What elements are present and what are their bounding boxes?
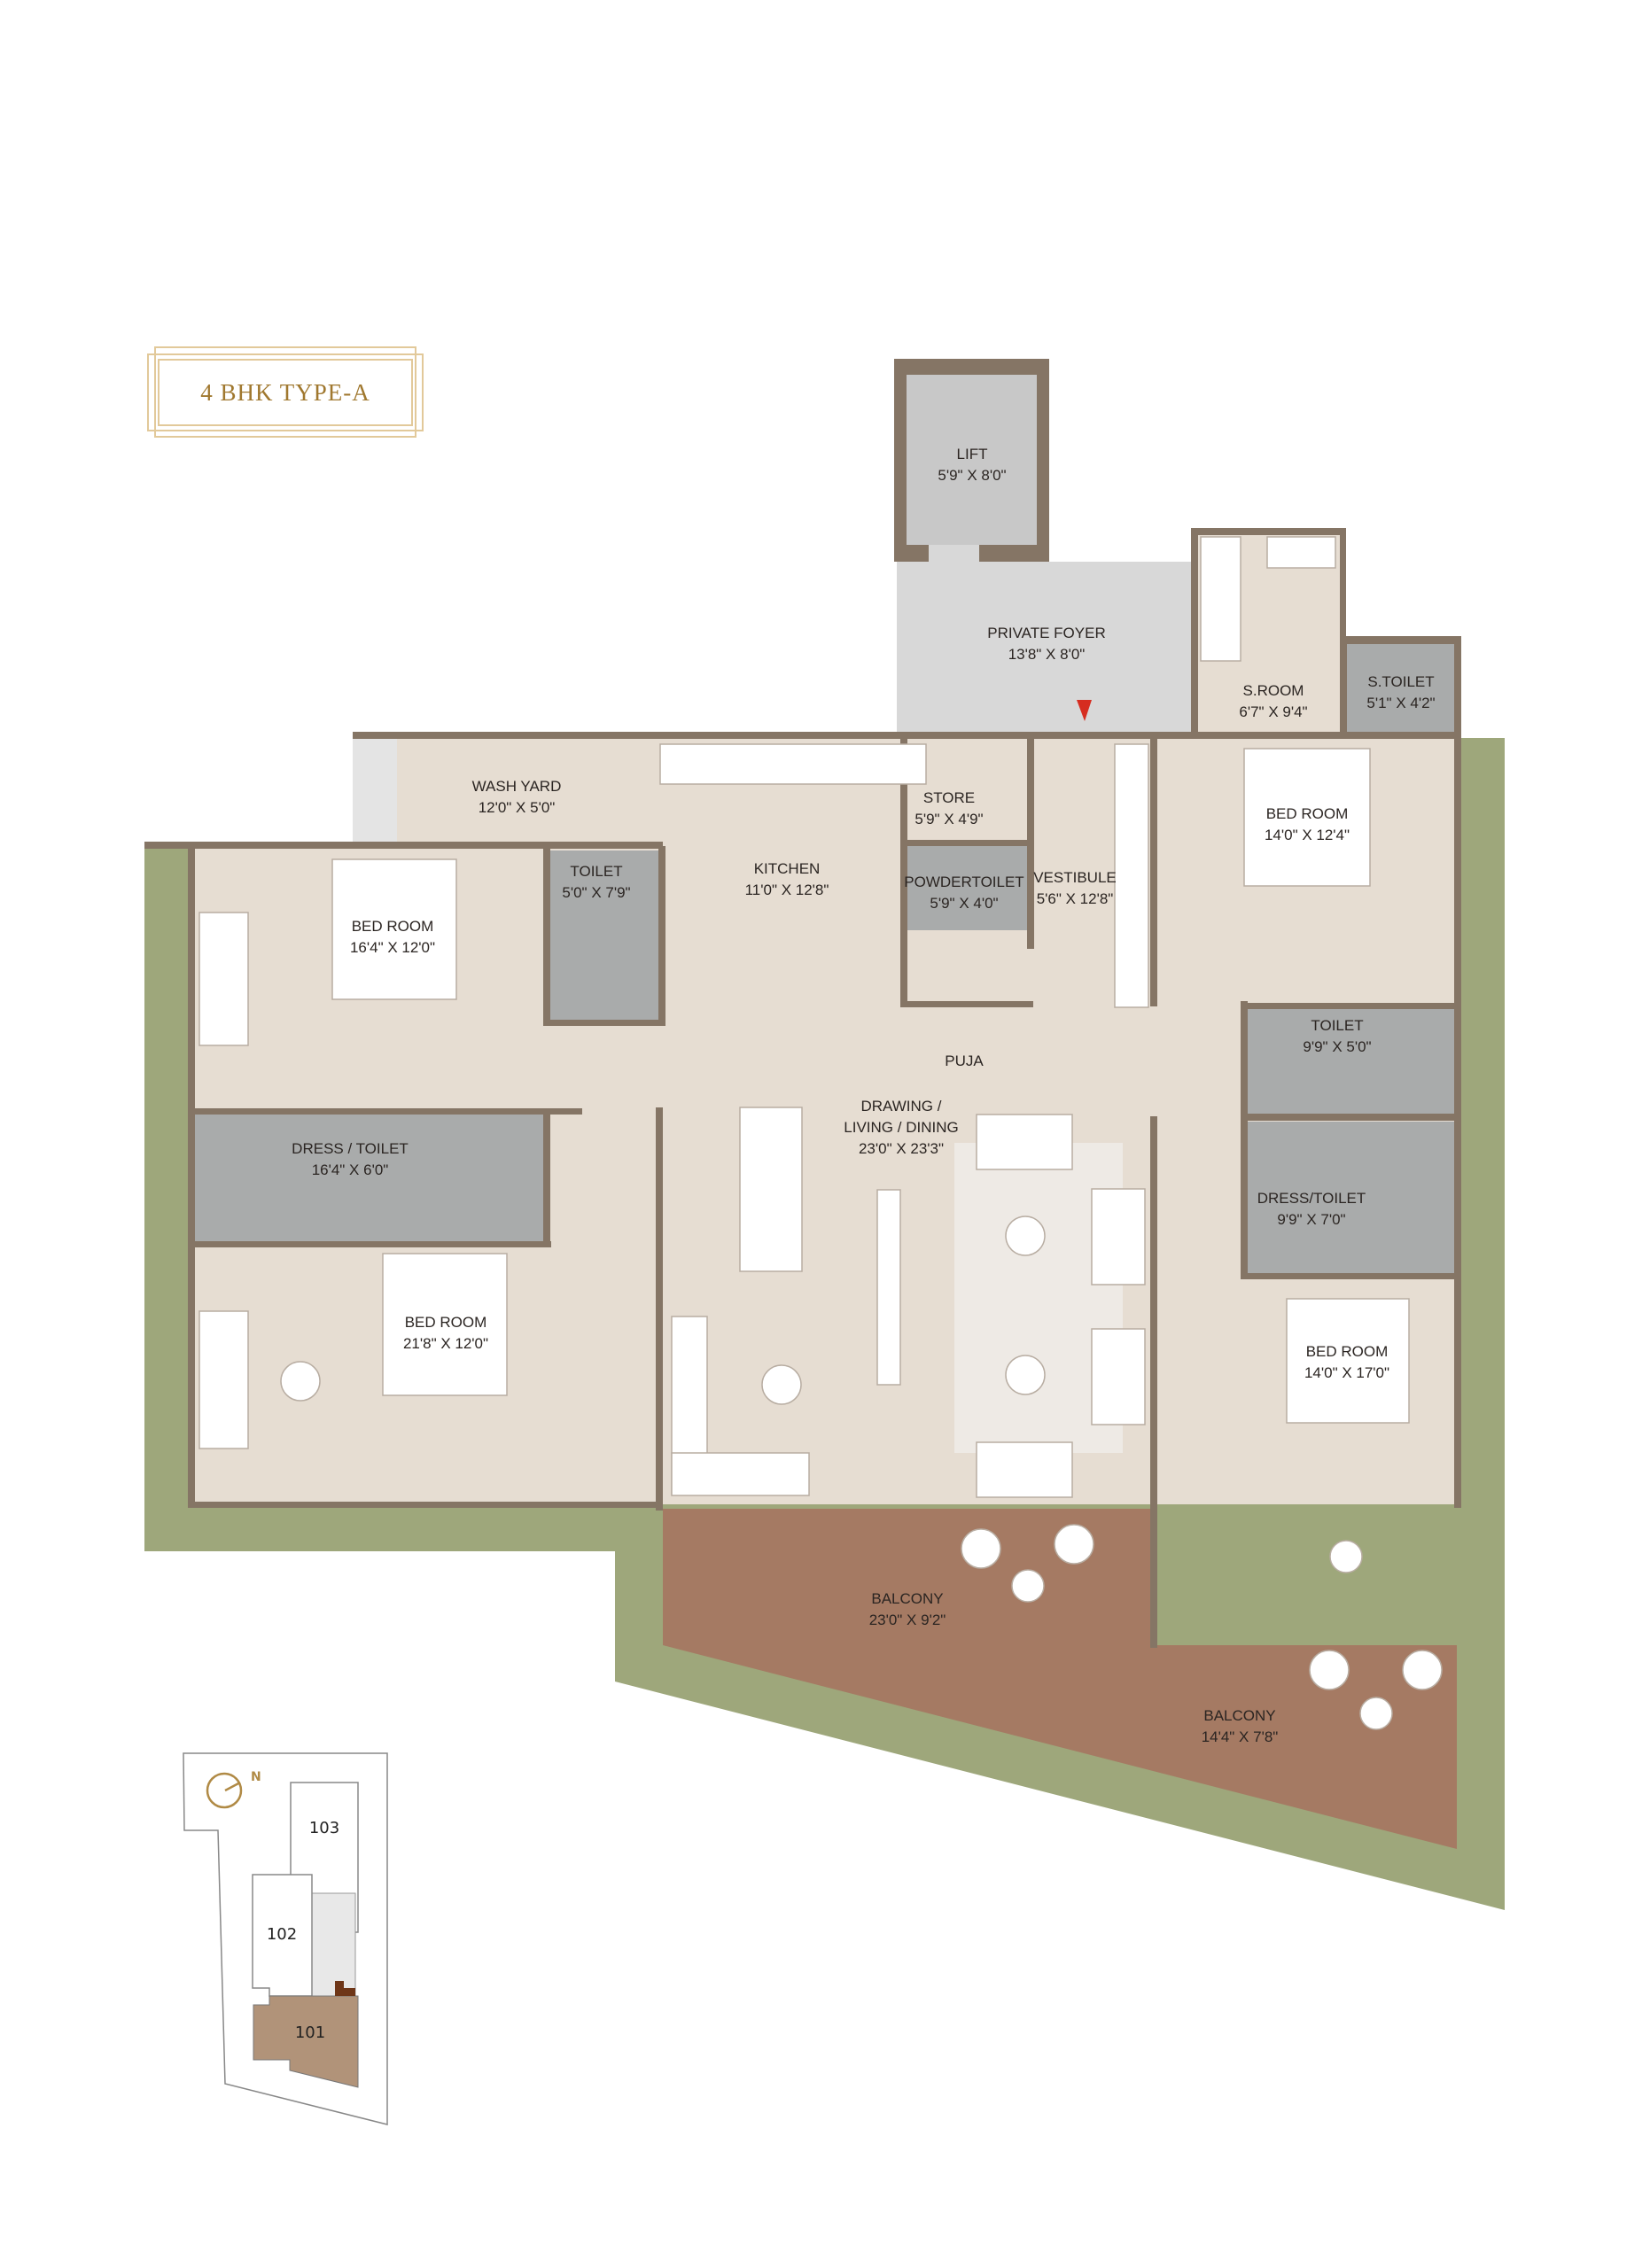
store-size: 5'9" X 4'9" — [915, 811, 983, 827]
toilet-e-label: TOILET — [1311, 1017, 1363, 1034]
dress-toilet-east — [1244, 1122, 1454, 1273]
plan-title-box: 4 BHK TYPE-A — [147, 346, 424, 438]
bed-se-label: BED ROOM — [1306, 1343, 1389, 1360]
vestibule-label: VESTIBULE — [1033, 869, 1117, 886]
toilet-w-label: TOILET — [570, 863, 622, 880]
living-size: 23'0" X 23'3" — [859, 1140, 944, 1157]
washyard-label: WASH YARD — [472, 778, 562, 795]
foyer-label: PRIVATE FOYER — [987, 625, 1106, 641]
foyer-size: 13'8" X 8'0" — [1008, 646, 1086, 663]
balcony1-label: BALCONY — [871, 1590, 943, 1607]
living-label-2: LIVING / DINING — [844, 1119, 958, 1136]
bed-nw-size: 16'4" X 12'0" — [350, 939, 435, 956]
bed-ne-label: BED ROOM — [1266, 805, 1349, 822]
washyard-size: 12'0" X 5'0" — [479, 799, 556, 816]
plan-title: 4 BHK TYPE-A — [200, 379, 370, 406]
vestibule-size: 5'6" X 12'8" — [1037, 890, 1114, 907]
bed-sw-size: 21'8" X 12'0" — [403, 1335, 488, 1352]
dress-toilet-west — [195, 1114, 547, 1241]
servant-toilet — [1347, 644, 1454, 734]
dress-w-size: 16'4" X 6'0" — [312, 1161, 389, 1178]
balcony-deck — [663, 1509, 1457, 1849]
living-label-1: DRAWING / — [861, 1098, 942, 1115]
bed-nw-label: BED ROOM — [352, 918, 434, 935]
walls — [144, 732, 1461, 1648]
sroom-size: 6'7" X 9'4" — [1239, 703, 1307, 720]
lift-size: 5'9" X 8'0" — [938, 467, 1006, 484]
private-foyer — [897, 562, 1191, 734]
powder-size: 5'9" X 4'0" — [930, 895, 998, 912]
unit-103-label: 103 — [309, 1819, 339, 1837]
balcony1-size: 23'0" X 9'2" — [869, 1612, 946, 1628]
kitchen-size: 11'0" X 12'8" — [745, 882, 829, 898]
landscape-area — [144, 738, 1505, 1910]
unit-101-label: 101 — [295, 2023, 325, 2042]
bed-se-size: 14'0" X 17'0" — [1304, 1364, 1389, 1381]
dress-e-label: DRESS/TOILET — [1257, 1190, 1366, 1207]
room-labels: LIFT 5'9" X 8'0" PRIVATE FOYER 13'8" X 8… — [292, 446, 1435, 1745]
toilet-w-size: 5'0" X 7'9" — [562, 884, 630, 901]
balcony2-size: 14'4" X 7'8" — [1202, 1728, 1279, 1745]
bed-ne-size: 14'0" X 12'4" — [1265, 827, 1350, 843]
toilet-east — [1244, 1008, 1454, 1114]
lift-label: LIFT — [957, 446, 988, 462]
store-label: STORE — [923, 789, 975, 806]
toilet-e-size: 9'9" X 5'0" — [1303, 1038, 1371, 1055]
bed-sw-label: BED ROOM — [405, 1314, 487, 1331]
entrance-arrow-icon — [1077, 700, 1092, 721]
dress-w-label: DRESS / TOILET — [292, 1140, 409, 1157]
furniture — [198, 743, 1443, 1730]
north-label: N — [251, 1770, 261, 1784]
sroom-label: S.ROOM — [1243, 682, 1304, 699]
stoilet-label: S.TOILET — [1367, 673, 1434, 690]
kitchen-label: KITCHEN — [754, 860, 821, 877]
north-arrow-icon — [206, 1772, 243, 1809]
powder-label: POWDERTOILET — [904, 874, 1023, 890]
key-plan: N 103 102 101 — [183, 1752, 388, 2125]
unit-101-highlight — [253, 1995, 359, 2088]
balcony2-label: BALCONY — [1203, 1707, 1275, 1724]
powder-toilet — [905, 846, 1027, 930]
unit-102-label: 102 — [267, 1925, 297, 1944]
toilet-west — [547, 850, 658, 1020]
dress-e-size: 9'9" X 7'0" — [1277, 1211, 1345, 1228]
puja-label: PUJA — [945, 1052, 984, 1069]
stoilet-size: 5'1" X 4'2" — [1366, 695, 1435, 711]
